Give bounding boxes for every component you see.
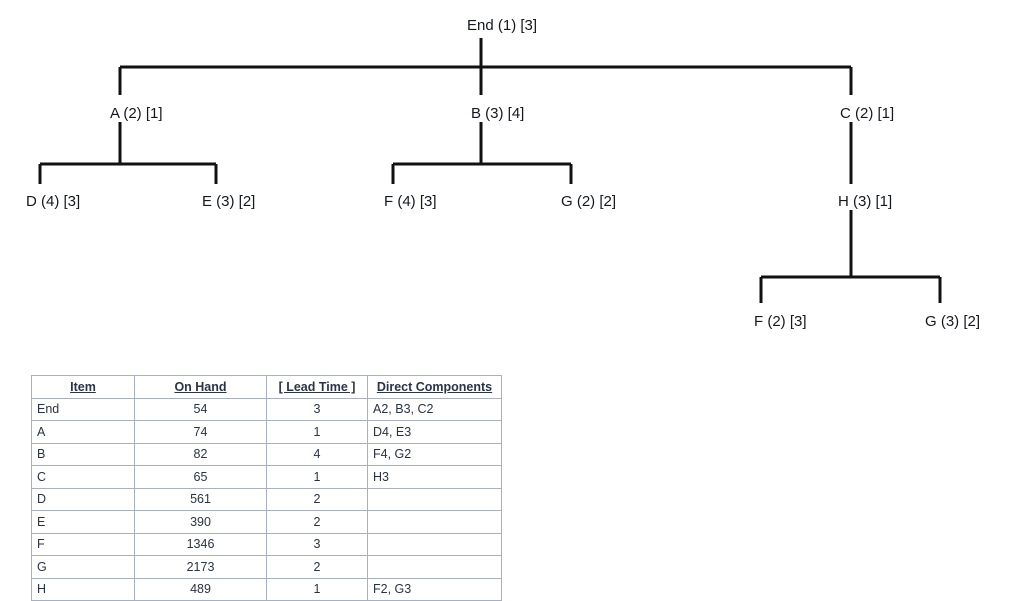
table-row: B 82 4 F4, G2 [31,442,502,466]
cell-direct-components [367,555,502,579]
bom-tree-diagram: End (1) [3] A (2) [1] B (3) [4] C (2) [1… [26,17,981,330]
cell-direct-components: F2, G3 [367,577,502,601]
tree-node-c: C (2) [1] [840,105,895,122]
tree-node-g-under-h: G (3) [2] [925,313,981,330]
cell-direct-components: F4, G2 [367,442,502,466]
tree-node-f-under-h: F (2) [3] [754,313,807,330]
table-row: F 1346 3 [31,532,502,556]
cell-on-hand: 74 [134,420,267,444]
tree-node-end: End (1) [3] [467,17,538,34]
cell-direct-components [367,532,502,556]
tree-connector-lines [38,38,942,303]
tree-node-b: B (3) [4] [471,105,525,122]
tree-node-e: E (3) [2] [202,193,256,210]
column-header-lead-time-text: [ Lead Time ] [278,379,356,394]
tree-node-h: H (3) [1] [838,193,893,210]
cell-item: A [31,420,135,444]
column-header-item: Item [31,375,135,399]
tree-node-g-under-b: G (2) [2] [561,193,617,210]
tree-node-d: D (4) [3] [26,193,81,210]
cell-on-hand: 1346 [134,532,267,556]
column-header-item-text: Item [70,379,96,394]
table-row: C 65 1 H3 [31,465,502,489]
tree-node-f-under-b: F (4) [3] [384,193,437,210]
table-row: E 390 2 [31,510,502,534]
cell-lead-time: 2 [266,510,368,534]
table-row: End 54 3 A2, B3, C2 [31,397,502,421]
cell-on-hand: 65 [134,465,267,489]
table-header-row: Item On Hand [ Lead Time ] Direct Compon… [31,375,502,399]
cell-direct-components: H3 [367,465,502,489]
column-header-lead-time: [ Lead Time ] [266,375,368,399]
cell-lead-time: 2 [266,555,368,579]
cell-lead-time: 3 [266,397,368,421]
cell-on-hand: 2173 [134,555,267,579]
cell-item: C [31,465,135,489]
cell-lead-time: 2 [266,487,368,511]
cell-on-hand: 54 [134,397,267,421]
cell-on-hand: 390 [134,510,267,534]
cell-lead-time: 1 [266,577,368,601]
cell-item: D [31,487,135,511]
table-row: D 561 2 [31,487,502,511]
cell-on-hand: 489 [134,577,267,601]
tree-node-a: A (2) [1] [110,105,163,122]
cell-item: F [31,532,135,556]
cell-item: B [31,442,135,466]
item-master-table: Item On Hand [ Lead Time ] Direct Compon… [31,375,502,601]
column-header-direct-components-text: Direct Components [376,379,493,394]
column-header-direct-components: Direct Components [367,375,502,399]
cell-lead-time: 3 [266,532,368,556]
cell-item: H [31,577,135,601]
cell-item: E [31,510,135,534]
cell-direct-components: D4, E3 [367,420,502,444]
cell-lead-time: 4 [266,442,368,466]
cell-direct-components [367,487,502,511]
cell-item: G [31,555,135,579]
cell-direct-components [367,510,502,534]
column-header-on-hand-text: On Hand [174,379,227,394]
cell-lead-time: 1 [266,420,368,444]
cell-on-hand: 561 [134,487,267,511]
cell-on-hand: 82 [134,442,267,466]
table-row: G 2173 2 [31,555,502,579]
cell-lead-time: 1 [266,465,368,489]
table-row: A 74 1 D4, E3 [31,420,502,444]
table-row: H 489 1 F2, G3 [31,577,502,601]
cell-item: End [31,397,135,421]
cell-direct-components: A2, B3, C2 [367,397,502,421]
column-header-on-hand: On Hand [134,375,267,399]
